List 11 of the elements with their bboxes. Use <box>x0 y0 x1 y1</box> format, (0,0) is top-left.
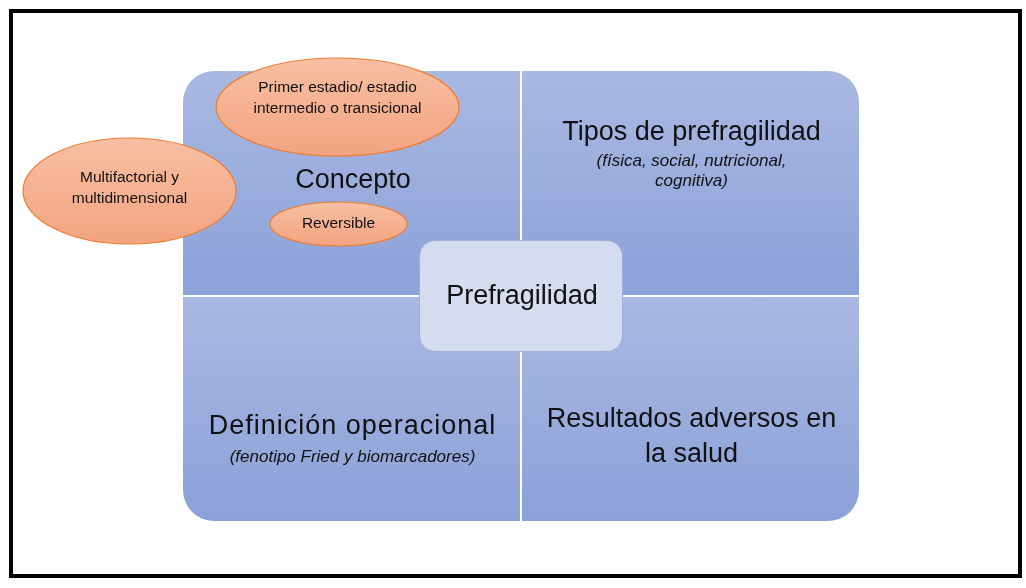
node-subtitle: (física, social, nutricional, cognitiva) <box>595 151 788 192</box>
oval-label: Multifactorial y multidimensional <box>70 167 189 208</box>
node-title: Concepto <box>294 163 412 196</box>
node-title: Prefragilidad <box>445 279 599 312</box>
node-title: Tipos de prefragilidad <box>561 115 822 148</box>
oval-label: Primer estadio/ estadio intermedio o transicional <box>252 77 423 118</box>
node-title: Resultados adversos en la salud <box>545 402 838 471</box>
node-title: Definición operacional <box>207 409 498 442</box>
node-subtitle: (fenotipo Fried y biomarcadores) <box>228 447 477 468</box>
oval-label: Reversible <box>300 214 377 233</box>
center-box <box>419 240 623 352</box>
